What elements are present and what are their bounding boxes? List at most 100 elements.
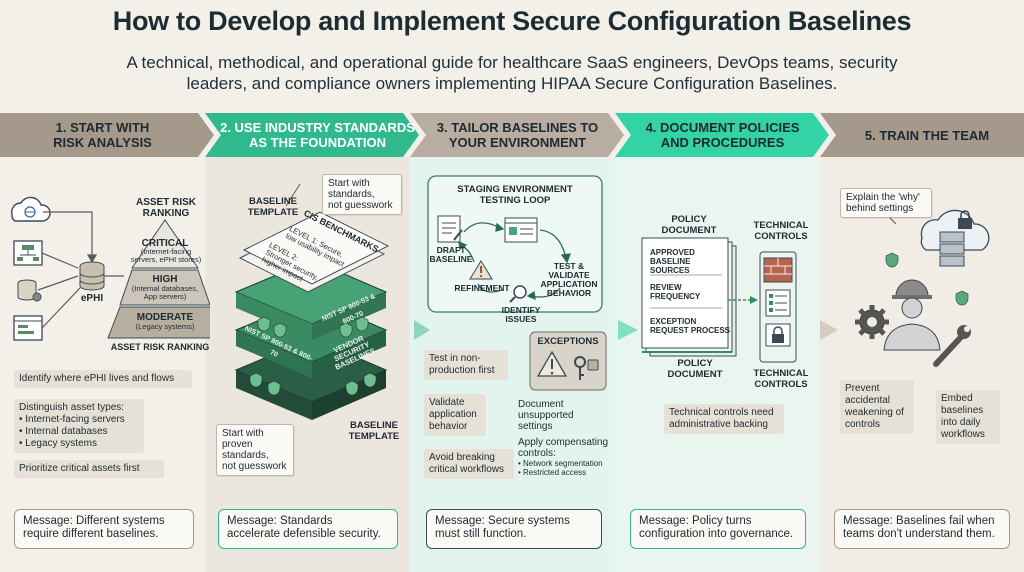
exceptions-title: EXCEPTIONS [537,336,599,347]
step-5-label: 5. TRAIN THE TEAM [864,127,990,143]
exceptions-warning-icon [536,350,568,377]
step-banners [0,113,1024,157]
checklist-icon [765,289,791,317]
note-pointer-top [285,183,301,207]
banner-shape-2 [205,113,419,157]
pyramid-high-desc: (Internal databases, App servers) [131,284,199,301]
asset-type-item: Internal databases [19,426,139,438]
compensating-control-item: Network segmentation [518,459,614,468]
gear-icon [855,305,889,339]
banner-shape-3 [410,113,624,157]
compensating-controls-text: Apply compensating controls: Network seg… [518,437,614,477]
chip-avoid-breaking: Avoid breaking critical workflows [424,449,514,479]
lock-screen-icon [765,323,791,347]
baseline-template-top: BASELINE TEMPLATE [247,196,299,218]
message-box-4: Message: Policy turns configuration into… [630,509,806,549]
compensating-controls-list: Network segmentation Restricted access [518,459,614,477]
test-validate-label: TEST & VALIDATE APPLICATION BEHAVIOR [540,261,598,298]
magnifier-icon [509,285,527,303]
policy-document-bottom-label: POLICY DOCUMENT [667,358,723,380]
banner-shape-5 [820,113,1024,157]
message-box-1: Message: Different systems require diffe… [14,509,194,549]
pyramid-caption: ASSET RISK RANKING [110,342,210,352]
message-box-5: Message: Baselines fail when teams don't… [834,509,1010,549]
key-lock-icon [574,356,599,380]
chip-distinguish-assets: Distinguish asset types: Internet-facing… [14,399,144,453]
subtitle-line-1: A technical, methodical, and operational… [126,53,898,72]
policy-divider-lines [650,274,722,309]
chip-technical-backing: Technical controls need administrative b… [664,404,784,434]
compensating-control-item: Restricted access [518,468,614,477]
note-start-with-standards-bottom: Start with proven standards, not guesswo… [216,424,294,476]
banner-shape-4 [615,113,829,157]
person-hardhat-icon [883,279,941,351]
pyramid-critical-desc: (Internet-facing servers, ePHI stores) [130,247,202,264]
policy-review-frequency: REVIEW FREQUENCY [650,283,701,301]
col3-graphics [427,175,607,391]
policy-exception-process: EXCEPTION REQUEST PROCESS [650,317,731,335]
policy-approved-sources: APPROVED BASELINE SOURCES [650,248,695,275]
ephi-connectors [37,211,98,329]
database-gear-icon [17,279,42,302]
testing-loop-title: STAGING ENVIRONMENT TESTING LOOP [457,184,573,206]
chip-validate-behavior: Validate application behavior [424,394,486,436]
pyramid-moderate-desc: (Legacy systems) [135,322,195,331]
identify-issues-label: IDENTIFY ISSUES [501,305,541,324]
ephi-label: ePHI [80,293,104,304]
arrow-to-controls [728,296,758,304]
shield-icons [249,316,377,396]
note-start-with-standards-top: Start with standards, not guesswork [322,174,402,215]
refinement-label: REFINEMENT [454,283,510,293]
draft-baseline-label: DRAFT BASELINE [429,245,473,264]
policy-document-stack [641,237,737,357]
wrench-icon [933,325,971,367]
column-4-panel [615,157,820,572]
test-window-icon [504,217,538,243]
pyramid-moderate-label: MODERATE [136,312,194,323]
cloud-globe-icon [11,196,51,222]
note-explain-why: Explain the 'why' behind settings [840,188,932,218]
pyramid-high-label: HIGH [152,274,178,285]
col4-graphics [641,237,797,363]
standards-stack [234,211,390,420]
policy-document-top-label: POLICY DOCUMENT [661,214,717,236]
col2-graphics [234,183,390,420]
firewall-icon [763,257,793,283]
cloud-server-icon [920,209,990,267]
column-1-panel [0,157,205,572]
small-shield-icons [885,252,969,306]
technical-controls-bottom-label: TECHNICAL CONTROLS [753,368,809,390]
message-box-3: Message: Secure systems must still funct… [426,509,602,549]
draft-doc-icon [437,215,463,243]
ephi-database-icon [79,261,105,291]
message-box-2: Message: Standards accelerate defensible… [218,509,398,549]
chip-prevent-weakening: Prevent accidental weakening of controls [840,380,914,434]
subtitle-line-2: leaders, and compliance owners implement… [186,74,838,93]
page-subtitle: A technical, methodical, and operational… [60,52,964,94]
column-5-panel [820,157,1024,572]
chip-identify-ephi: Identify where ePHI lives and flows [14,370,192,388]
col1-graphics [11,196,210,341]
chip-test-non-production: Test in non- production first [424,350,508,380]
loop-arrows [458,222,571,301]
page-title: How to Develop and Implement Secure Conf… [112,6,912,36]
browser-window-icon [13,315,43,341]
network-diagram-icon [13,240,43,266]
chip-prioritize: Prioritize critical assets first [14,460,164,478]
asset-type-item: Internet-facing servers [19,414,139,426]
chip-embed-baselines: Embed baselines into daily workflows [936,390,1000,444]
baseline-template-bottom: BASELINE TEMPLATE [348,420,400,442]
risk-pyramid [107,219,210,339]
asset-risk-ranking-title: ASSET RISK RANKING [135,197,196,219]
asset-type-list: Internet-facing servers Internal databas… [19,414,139,450]
document-unsupported-text: Document unsupported settings [518,399,574,432]
pyramid-critical-label: CRITICAL [141,238,189,249]
warning-icon [469,260,493,280]
asset-type-item: Legacy systems [19,438,139,450]
banner-shape-1 [0,113,214,157]
